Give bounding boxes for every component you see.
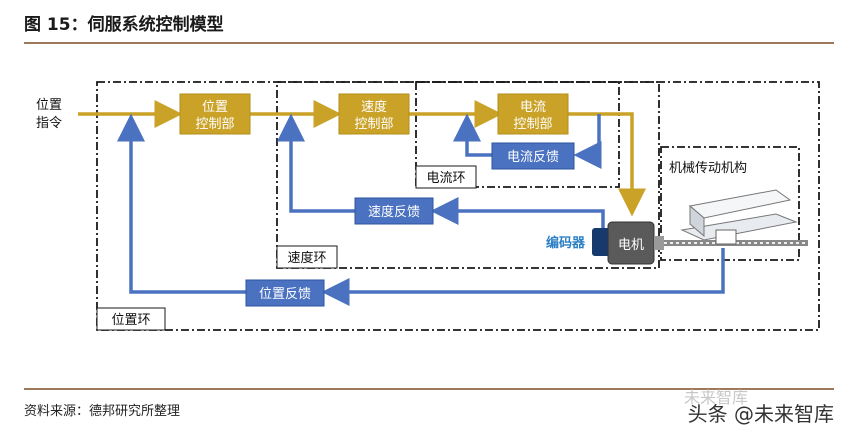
position-loop-boundary [96,81,820,331]
speed-loop-boundary [276,81,660,269]
motor-label: 电机 [618,238,644,253]
top-rule [24,42,834,44]
position-controller-label-1: 位置 [202,100,228,115]
position-controller-label-2: 控制部 [195,117,234,132]
speed-controller-label-1: 速度 [361,99,387,115]
speed-feedback-block [354,197,434,225]
current-loop-label: 电流环 [426,171,465,186]
mechanism-label: 机械传动机构 [669,161,747,176]
speed-loop-tag [276,245,338,269]
current-feedback-label: 电流反馈 [507,150,559,165]
watermark: 头条 @未来智库 [687,402,834,426]
speed-controller-block [338,93,410,135]
mechanism-base-icon [680,213,798,241]
speed-feedback-in [430,197,605,228]
speed-loop-label: 速度环 [287,250,326,266]
mechanism-side-icon [689,204,705,238]
current-controller-label-2: 控制部 [513,117,552,132]
position-feedback-label: 位置反馈 [259,287,311,302]
current-feedback-block [491,142,575,170]
current-loop-boundary [415,81,620,188]
position-feedback-in [321,248,725,306]
forward-path-4 [568,112,646,217]
current-controller-block [497,93,569,135]
motor-shaft-icon [654,236,664,250]
screw-nut-icon [715,229,737,245]
position-loop-tag [96,307,166,331]
mechanism-boundary [660,146,800,261]
watermark-ghost: 未来智库 [684,388,749,407]
bottom-rule [24,388,834,390]
current-loop-tag [415,165,477,189]
current-feedback-in [573,114,602,169]
position-feedback-out [117,113,246,294]
speed-controller-label-2: 控制部 [354,117,393,132]
current-controller-label-1: 电流 [520,100,546,115]
source-note: 资料来源：德邦研究所整理 [24,404,181,419]
speed-feedback-label: 速度反馈 [368,204,420,220]
position-controller-block [179,93,251,135]
input-label-line2: 指令 [36,116,62,131]
position-loop-label: 位置环 [111,313,150,328]
encoder-label: 编码器 [546,235,586,251]
encoder-icon [592,228,610,256]
position-feedback-block [245,279,325,307]
current-feedback-out [453,113,492,157]
input-label-line1: 位置 [36,98,62,113]
figure-title: 图 15：伺服系统控制模型 [24,15,224,35]
speed-feedback-out [277,113,355,213]
